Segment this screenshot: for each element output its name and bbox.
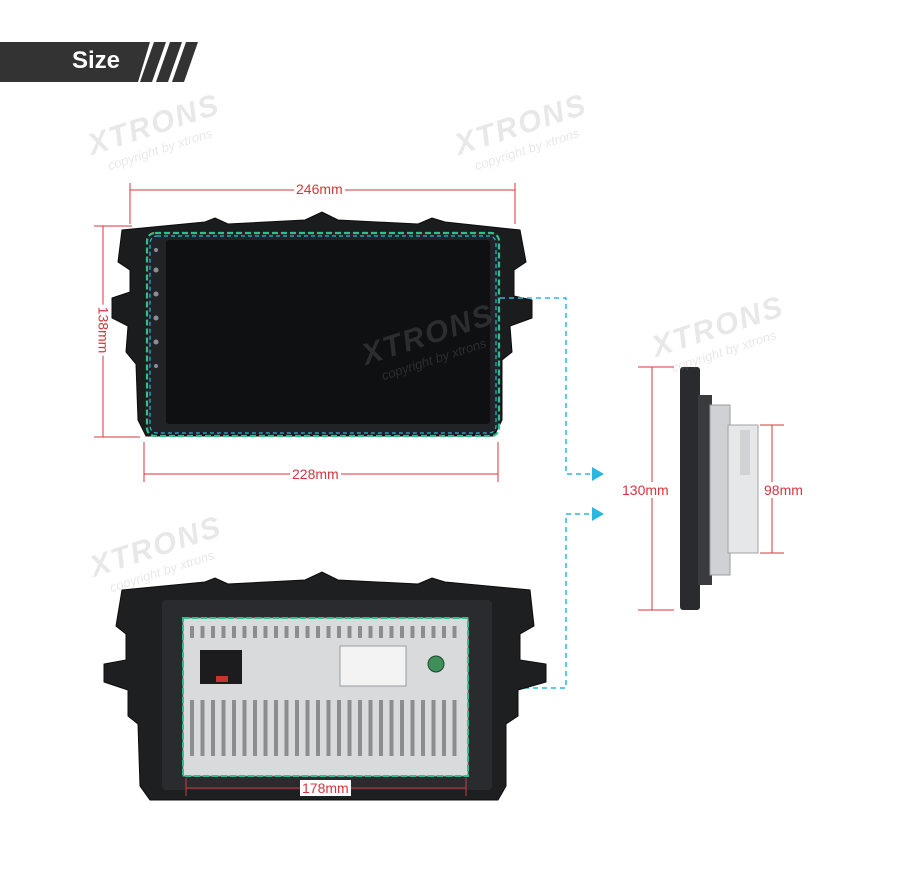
back-chassis xyxy=(182,617,469,777)
dimension-front-width: 246mm xyxy=(294,181,345,197)
back-vents xyxy=(190,626,457,756)
vent-slot xyxy=(232,700,236,756)
vent-slot xyxy=(221,626,226,638)
front-outline-inner xyxy=(149,235,497,434)
vent-slot xyxy=(431,626,436,638)
vent-slot xyxy=(284,626,289,638)
front-outline xyxy=(145,231,501,438)
vent-slot xyxy=(389,626,394,638)
vent-slot xyxy=(379,626,383,638)
vent-slot xyxy=(253,700,257,756)
vent-slot xyxy=(211,626,215,638)
vent-slot xyxy=(190,700,194,756)
vent-slot xyxy=(274,700,278,756)
vent-slot xyxy=(316,700,320,756)
vent-slot xyxy=(368,700,373,756)
vent-slot xyxy=(200,700,205,756)
guide-arrowheads xyxy=(592,467,604,521)
vent-slot xyxy=(410,626,415,638)
vent-slot xyxy=(274,626,278,638)
vent-slot xyxy=(305,700,310,756)
side-connector xyxy=(740,430,750,475)
vent-slot xyxy=(452,626,457,638)
side-chassis-front xyxy=(709,404,731,576)
vent-slot xyxy=(442,626,446,638)
front-screen xyxy=(166,240,490,424)
vent-slot xyxy=(253,626,257,638)
dimension-front-height: 138mm xyxy=(95,304,112,356)
dimension-back-width: 178mm xyxy=(300,780,351,796)
vent-slot xyxy=(400,700,404,756)
vent-slot xyxy=(263,626,268,638)
vent-slot xyxy=(337,626,341,638)
front-buttons xyxy=(153,248,159,368)
side-bezel xyxy=(680,367,700,610)
dimension-side-depth: 98mm xyxy=(762,482,805,498)
vent-slot xyxy=(232,626,236,638)
vent-slot xyxy=(379,700,383,756)
side-bracket xyxy=(698,395,712,585)
back-outline xyxy=(182,617,469,777)
vent-slot xyxy=(368,626,373,638)
vent-slot xyxy=(400,626,404,638)
vent-slot xyxy=(295,700,299,756)
vent-slot xyxy=(295,626,299,638)
side-view xyxy=(680,367,759,610)
vent-slot xyxy=(263,700,268,756)
vent-slot xyxy=(221,700,226,756)
vent-slot xyxy=(326,626,331,638)
vent-slot xyxy=(421,626,425,638)
vent-slot xyxy=(452,700,457,756)
vent-slot xyxy=(242,700,247,756)
vent-slot xyxy=(190,626,194,638)
vent-slot xyxy=(421,700,425,756)
banner-shape xyxy=(0,42,198,82)
vent-slot xyxy=(284,700,289,756)
back-view xyxy=(103,571,547,801)
vent-slot xyxy=(337,700,341,756)
vent-slot xyxy=(211,700,215,756)
vent-slot xyxy=(358,626,362,638)
back-antenna-socket xyxy=(427,655,445,673)
front-view xyxy=(111,211,533,438)
dimension-side-height: 130mm xyxy=(620,482,671,498)
vent-slot xyxy=(305,626,310,638)
vent-slot xyxy=(316,626,320,638)
page-title: Size xyxy=(72,47,121,74)
vent-slot xyxy=(442,700,446,756)
vent-slot xyxy=(410,700,415,756)
vent-slot xyxy=(200,626,205,638)
back-connector-white xyxy=(339,645,407,687)
size-banner xyxy=(0,42,205,82)
vent-slot xyxy=(242,626,247,638)
vent-slot xyxy=(358,700,362,756)
vent-slot xyxy=(431,700,436,756)
back-connector-red xyxy=(216,676,228,682)
vent-slot xyxy=(347,626,352,638)
vent-slot xyxy=(347,700,352,756)
dimension-screen-width: 228mm xyxy=(290,466,341,482)
vent-slot xyxy=(326,700,331,756)
vent-slot xyxy=(389,700,394,756)
